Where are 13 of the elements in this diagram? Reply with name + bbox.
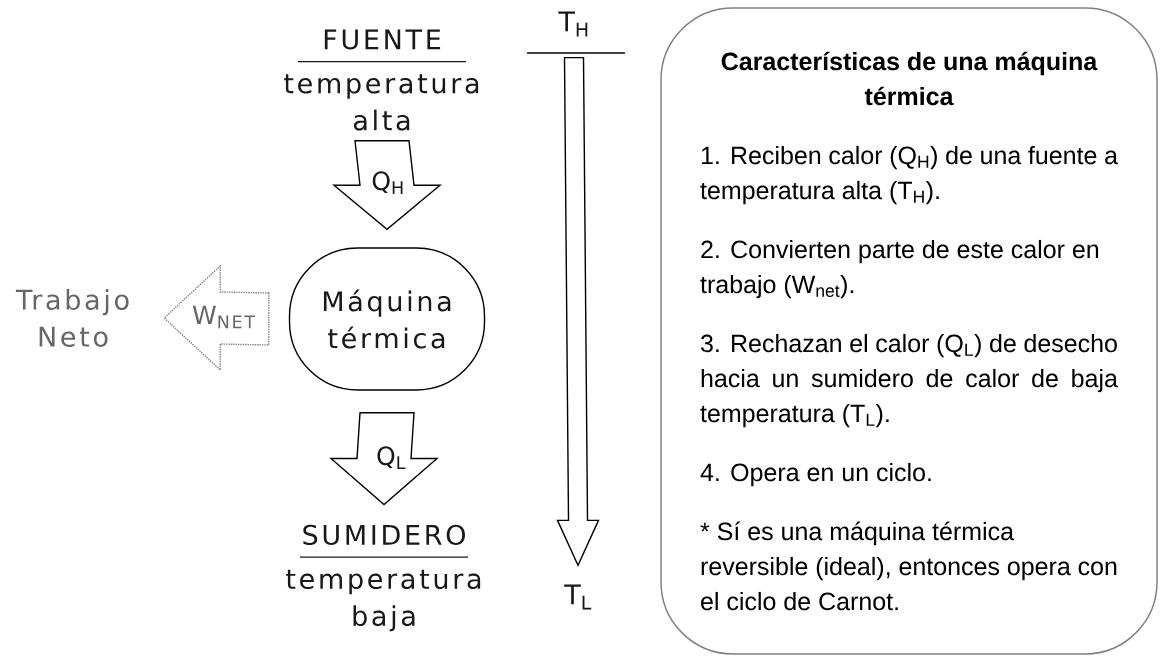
temperature-label: T$_{H}$ [558, 11, 588, 37]
output-label: Trabajo Neto [15, 289, 129, 347]
block-arrow [332, 140, 442, 231]
block-arrow [329, 412, 439, 506]
edge-label: W$_{NET}$ [192, 305, 256, 329]
info-panel: Características de una máquina térmica 1. Reciben calor (Q$_{H}$) de una fuente a temperatura alta (T$_{H}$). 2. Convierten parte de este calor en trabajo (W$_{net}$). 3. Rechazan el calor (Q$_{L}$) de desecho hacia un sumidero de calor de baja temperatura (T$_{L}$). 4. Opera en un ciclo. * Sí es una máquina térmica reversible (ideal), entonces opera con el ciclo de Carnot. [660, 7, 1158, 655]
block-arrow [556, 56, 600, 568]
edge-label: Q$_{L}$ [377, 446, 406, 470]
block-arrow [163, 264, 270, 372]
edge-label: Q$_{H}$ [372, 171, 403, 195]
reservoir-label: SUMIDERO temperatura baja [286, 524, 481, 632]
reservoir-label: FUENTE temperatura alta [284, 29, 479, 131]
temperature-label: T$_{L}$ [564, 584, 592, 610]
